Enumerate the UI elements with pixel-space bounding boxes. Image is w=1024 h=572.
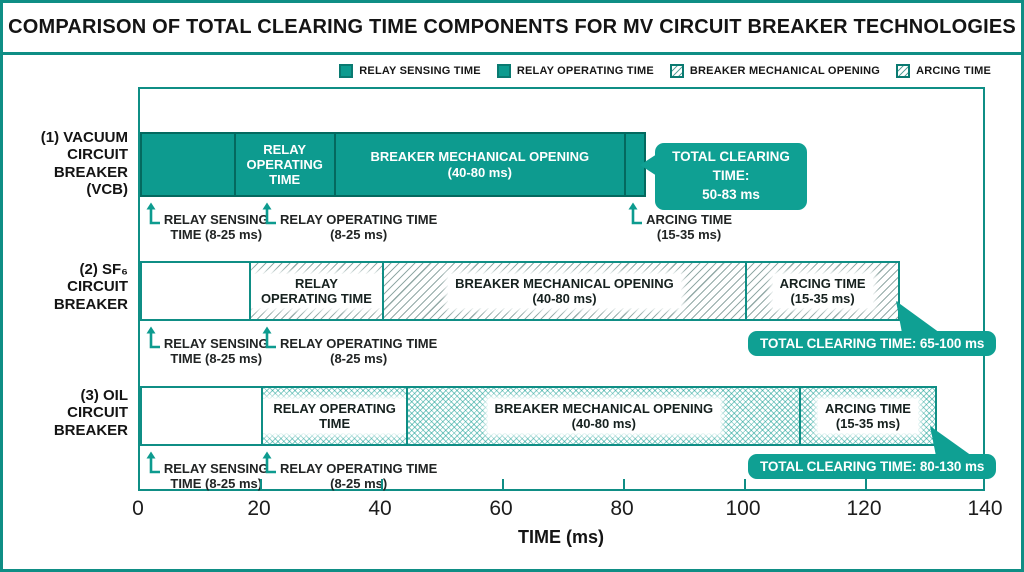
legend-swatch-hatch-icon <box>896 64 911 78</box>
segment-label: RELAY OPERATING TIME <box>246 141 323 188</box>
x-axis-tick <box>381 479 383 489</box>
row-label-vcb: (1) VACUUM CIRCUIT BREAKER (VCB) <box>40 129 128 198</box>
legend-item-relay-sensing: RELAY SENSING TIME <box>339 64 481 78</box>
x-axis-tick <box>623 479 625 489</box>
x-tick-label: 80 <box>610 497 634 520</box>
annotation-text: RELAY SENSING TIME (8-25 ms) <box>163 461 269 491</box>
legend-label: BREAKER MECHANICAL OPENING <box>689 65 881 77</box>
segment-label: ARCING TIME (15-35 ms) <box>818 398 918 434</box>
bar-segment-sf6-arcing-time: ARCING TIME (15-35 ms) <box>746 263 899 319</box>
legend: RELAY SENSING TIME RELAY OPERATING TIME … <box>339 64 991 78</box>
callout-tail-icon <box>930 426 972 456</box>
legend-swatch-solid-icon <box>496 64 511 78</box>
title-bar: COMPARISON OF TOTAL CLEARING TIME COMPON… <box>3 3 1021 55</box>
segment-label: RELAY OPERATING TIME <box>250 273 382 309</box>
up-arrow-icon <box>146 202 160 225</box>
x-tick-label: 100 <box>725 497 761 520</box>
up-arrow-icon <box>146 451 160 474</box>
x-axis-tick <box>502 479 504 489</box>
up-arrow-icon <box>262 451 277 474</box>
annotation-text: RELAY SENSING TIME (8-25 ms) <box>163 336 269 366</box>
annotation-vcb: RELAY OPERATING TIME (8-25 ms) <box>262 202 437 243</box>
annotation-text: RELAY OPERATING TIME (8-25 ms) <box>280 461 438 491</box>
callout-line: 50-83 ms <box>702 186 760 202</box>
bar-segment-oil-relay-operating-time: RELAY OPERATING TIME <box>263 388 409 444</box>
annotation-text: ARCING TIME (15-35 ms) <box>646 212 733 242</box>
annotation-text: RELAY OPERATING TIME (8-25 ms) <box>280 336 438 366</box>
annotation-oil: RELAY SENSING TIME (8-25 ms) <box>146 451 269 492</box>
legend-item-relay-operating: RELAY OPERATING TIME <box>496 64 654 78</box>
segment-label: ARCING TIME (15-35 ms) <box>772 273 873 309</box>
bar-segment-oil-arcing-time: ARCING TIME (15-35 ms) <box>801 388 935 444</box>
x-tick-label: 140 <box>967 497 1003 520</box>
bar-vcb: RELAY OPERATING TIME BREAKER MECHANICAL O… <box>140 132 647 197</box>
segment-label: BREAKER MECHANICAL OPENING (40-80 ms) <box>487 398 721 434</box>
segment-label: BREAKER MECHANICAL OPENING (40-80 ms) <box>370 149 590 180</box>
total-clearing-time-callout-oil: TOTAL CLEARING TIME: 80-130 ms <box>748 454 997 479</box>
annotation-text: RELAY SENSING TIME (8-25 ms) <box>163 212 269 242</box>
x-axis-tick <box>744 479 746 489</box>
legend-label: RELAY SENSING TIME <box>359 65 481 77</box>
bar-segment-sf6-breaker-mechanical-opening: BREAKER MECHANICAL OPENING (40-80 ms) <box>383 263 747 319</box>
x-axis-title: TIME (ms) <box>517 527 605 547</box>
legend-swatch-solid-icon <box>339 64 354 78</box>
bar-segment-sf6-relay-operating-time: RELAY OPERATING TIME <box>250 263 384 319</box>
legend-item-arcing: ARCING TIME <box>896 64 991 78</box>
row-label-oil: (3) OIL CIRCUIT BREAKER <box>53 387 128 439</box>
page-title: COMPARISON OF TOTAL CLEARING TIME COMPON… <box>8 16 1016 38</box>
up-arrow-icon <box>262 326 277 349</box>
x-tick-label: 20 <box>247 497 271 520</box>
bar-segment-oil-breaker-mechanical-opening: BREAKER MECHANICAL OPENING (40-80 ms) <box>408 388 802 444</box>
x-tick-label: 60 <box>489 497 513 520</box>
plot-area: RELAY OPERATING TIME BREAKER MECHANICAL O… <box>138 87 997 492</box>
annotation-sf6: RELAY OPERATING TIME (8-25 ms) <box>262 326 437 367</box>
annotation-oil: RELAY OPERATING TIME (8-25 ms) <box>262 451 437 492</box>
bar-oil: RELAY OPERATING TIME BREAKER MECHANICAL O… <box>140 386 937 446</box>
up-arrow-icon <box>262 202 277 225</box>
annotation-text: RELAY OPERATING TIME (8-25 ms) <box>280 212 438 242</box>
segment-label: RELAY OPERATING TIME <box>263 398 407 434</box>
bar-segment-vcb-arcing-time <box>625 134 645 195</box>
row-label-sf6: (2) SF₆ CIRCUIT BREAKER <box>53 261 128 313</box>
x-tick-label: 120 <box>846 497 882 520</box>
legend-item-breaker-mechanical: BREAKER MECHANICAL OPENING <box>669 64 881 78</box>
x-axis-tick <box>260 479 262 489</box>
bar-segment-vcb-relay-operating-time: RELAY OPERATING TIME <box>235 134 336 195</box>
legend-label: RELAY OPERATING TIME <box>516 65 654 77</box>
up-arrow-icon <box>146 326 160 349</box>
segment-label: BREAKER MECHANICAL OPENING (40-80 ms) <box>448 273 681 309</box>
up-arrow-icon <box>628 202 643 225</box>
x-tick-label: 0 <box>132 497 144 520</box>
annotation-vcb: RELAY SENSING TIME (8-25 ms) <box>146 202 269 243</box>
x-tick-label: 40 <box>368 497 392 520</box>
total-clearing-time-callout-vcb: TOTAL CLEARING TIME: 50-83 ms <box>655 143 807 210</box>
bar-sf6: RELAY OPERATING TIME BREAKER MECHANICAL O… <box>140 261 901 321</box>
legend-label: ARCING TIME <box>916 65 991 77</box>
bar-segment-oil-relay-sensing-time <box>142 388 263 444</box>
annotation-sf6: RELAY SENSING TIME (8-25 ms) <box>146 326 269 367</box>
bar-segment-sf6-relay-sensing-time <box>142 263 251 319</box>
annotation-vcb: ARCING TIME (15-35 ms) <box>628 202 732 243</box>
legend-swatch-hatch-icon <box>669 64 684 78</box>
callout-line: TOTAL CLEARING TIME: <box>672 149 790 183</box>
x-axis-tick <box>865 479 867 489</box>
total-clearing-time-callout-sf6: TOTAL CLEARING TIME: 65-100 ms <box>748 331 997 356</box>
callout-tail-icon <box>896 301 940 333</box>
callout-tail-icon <box>640 154 657 176</box>
bar-segment-vcb-breaker-mechanical-opening: BREAKER MECHANICAL OPENING (40-80 ms) <box>335 134 626 195</box>
bar-segment-vcb-relay-sensing-time <box>142 134 236 195</box>
